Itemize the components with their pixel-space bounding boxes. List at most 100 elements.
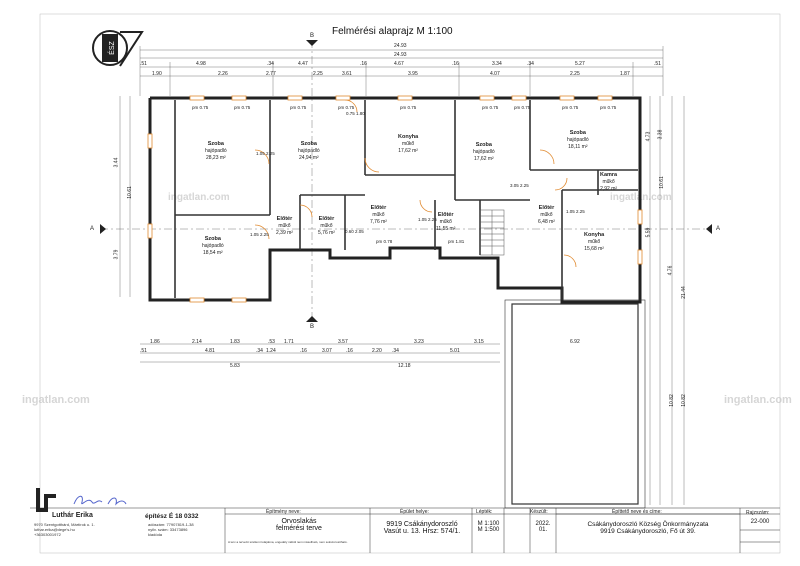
svg-text:ÉSZ: ÉSZ <box>107 40 116 54</box>
label-location: Épület helye: <box>400 509 429 515</box>
room-area: 17,62 m² <box>398 148 418 155</box>
dim-label: 1.86 <box>150 339 160 345</box>
room-sub: hajópadló <box>298 148 320 155</box>
watermark: ingatlan.com <box>724 394 792 406</box>
dim-label: 1.83 <box>230 339 240 345</box>
window-label: pm 0.75 <box>338 105 355 110</box>
dim-label: 5.01 <box>450 348 460 354</box>
client: Csákánydoroszló Község Önkormányzata 991… <box>587 521 709 535</box>
dim-label: 2.14 <box>192 339 202 345</box>
room-name: Konyha <box>398 134 419 140</box>
door-label: 0.60 2.05 <box>345 229 364 234</box>
dim-label: 5.59 <box>645 227 652 238</box>
door-label: 1.05 2.25 <box>250 232 269 237</box>
designer-address: 9970 Szentgotthárd, Mártírok u. 1. lutha… <box>34 522 95 538</box>
room-area: 24,94 m² <box>298 155 319 162</box>
dim-label: .16 <box>360 61 367 67</box>
window-label: pm 0.75 <box>482 105 499 110</box>
room-area: 17,62 m² <box>473 156 494 163</box>
scale: M 1:100 M 1:500 <box>477 521 500 533</box>
room-area: 11,55 m² <box>436 226 456 233</box>
room-name: Konyha <box>584 232 605 238</box>
room-sub: műkő <box>587 239 601 246</box>
dim-label: 10.61 <box>658 176 665 189</box>
room-sub: műkő <box>320 223 333 230</box>
dim-label: 2.26 <box>218 71 228 77</box>
building-name: Orvoslakás felmérési terve <box>276 518 322 532</box>
room-name: Szoba <box>475 142 492 148</box>
dim-label: .16 <box>346 348 353 354</box>
dim-left-3: 3.79 <box>113 249 120 260</box>
room-name: Szoba <box>204 236 221 242</box>
door-label: 1.05 2.25 <box>566 209 585 214</box>
room-name: Kamra <box>600 172 618 178</box>
section-mark-top: B <box>310 33 315 39</box>
room-name: Előtér <box>318 216 335 222</box>
room-name: Előtér <box>437 212 454 218</box>
dim-label: 3.15 <box>474 339 484 345</box>
dim-label: 6.92 <box>570 339 580 345</box>
designer-logo-icon <box>36 488 56 512</box>
dim-label: 2.25 <box>313 71 323 77</box>
designer-name: Luthár Erika <box>52 512 93 519</box>
dim-label: 1.87 <box>620 71 630 77</box>
location: 9919 Csákánydoroszló Vasút u. 13. Hrsz: … <box>383 521 461 535</box>
dim-label: .34 <box>256 348 263 354</box>
label-made: Készült: <box>530 509 548 515</box>
window-label: pm 0.75 <box>562 105 579 110</box>
dim-label: 4.67 <box>394 61 404 67</box>
designer-tax: adószám: 77907819-1-38 nyilv. szám: 3347… <box>148 522 194 538</box>
room-area: 5,76 m² <box>318 230 335 237</box>
dim-label: 3.61 <box>342 71 352 77</box>
dim-label: .16 <box>300 348 307 354</box>
door-label: 1.05 2.25 <box>418 217 437 222</box>
room-sub: műkő <box>372 212 385 219</box>
dim-label: 4.81 <box>205 348 215 354</box>
door-label: 1.05 2.25 <box>256 151 275 156</box>
dim-bottom-total-1: 5.83 <box>230 363 240 369</box>
door-label: 0.75 1.80 <box>346 111 365 116</box>
logo-icon: ÉSZ <box>92 30 144 67</box>
dim-label: 10.82 <box>668 394 675 407</box>
drawing-number: 22-000 <box>750 519 770 525</box>
room-sub: műkő <box>439 219 452 226</box>
door-label: pm 0.78 <box>376 239 393 244</box>
room-sub: műkő <box>540 212 553 219</box>
room-area: 7,76 m² <box>370 219 387 226</box>
dim-label: .34 <box>392 348 399 354</box>
room-name: Szoba <box>569 130 586 136</box>
room-sub: hajópadló <box>567 137 589 144</box>
room-sub: műkő <box>401 141 415 148</box>
dim-left-2: 10.61 <box>126 186 133 199</box>
dim-label: 3.34 <box>492 61 502 67</box>
dim-label: 3.95 <box>408 71 418 77</box>
door-label: 3.05 2.25 <box>510 183 529 188</box>
room-area: 2,39 m² <box>276 230 293 237</box>
room-area: 6,48 m² <box>538 219 555 226</box>
dim-label: .34 <box>267 61 274 67</box>
dim-bottom-total-2: 12.18 <box>398 363 411 369</box>
dim-label: 4.73 <box>645 131 652 142</box>
section-mark-left: A <box>90 226 95 232</box>
label-scale: Lépték: <box>476 509 493 515</box>
dim-label: 2.77 <box>266 71 276 77</box>
dim-total-1: 24.93 <box>394 43 407 49</box>
window-label: pm 0.75 <box>600 105 617 110</box>
room-sub: hajópadló <box>205 148 227 155</box>
room-sub: műkő <box>602 179 615 186</box>
label-building: Építmény neve: <box>266 509 301 515</box>
dim-label: 3.38 <box>657 129 664 140</box>
room-area: 18,11 m² <box>568 144 588 151</box>
dim-label: .16 <box>452 61 459 67</box>
